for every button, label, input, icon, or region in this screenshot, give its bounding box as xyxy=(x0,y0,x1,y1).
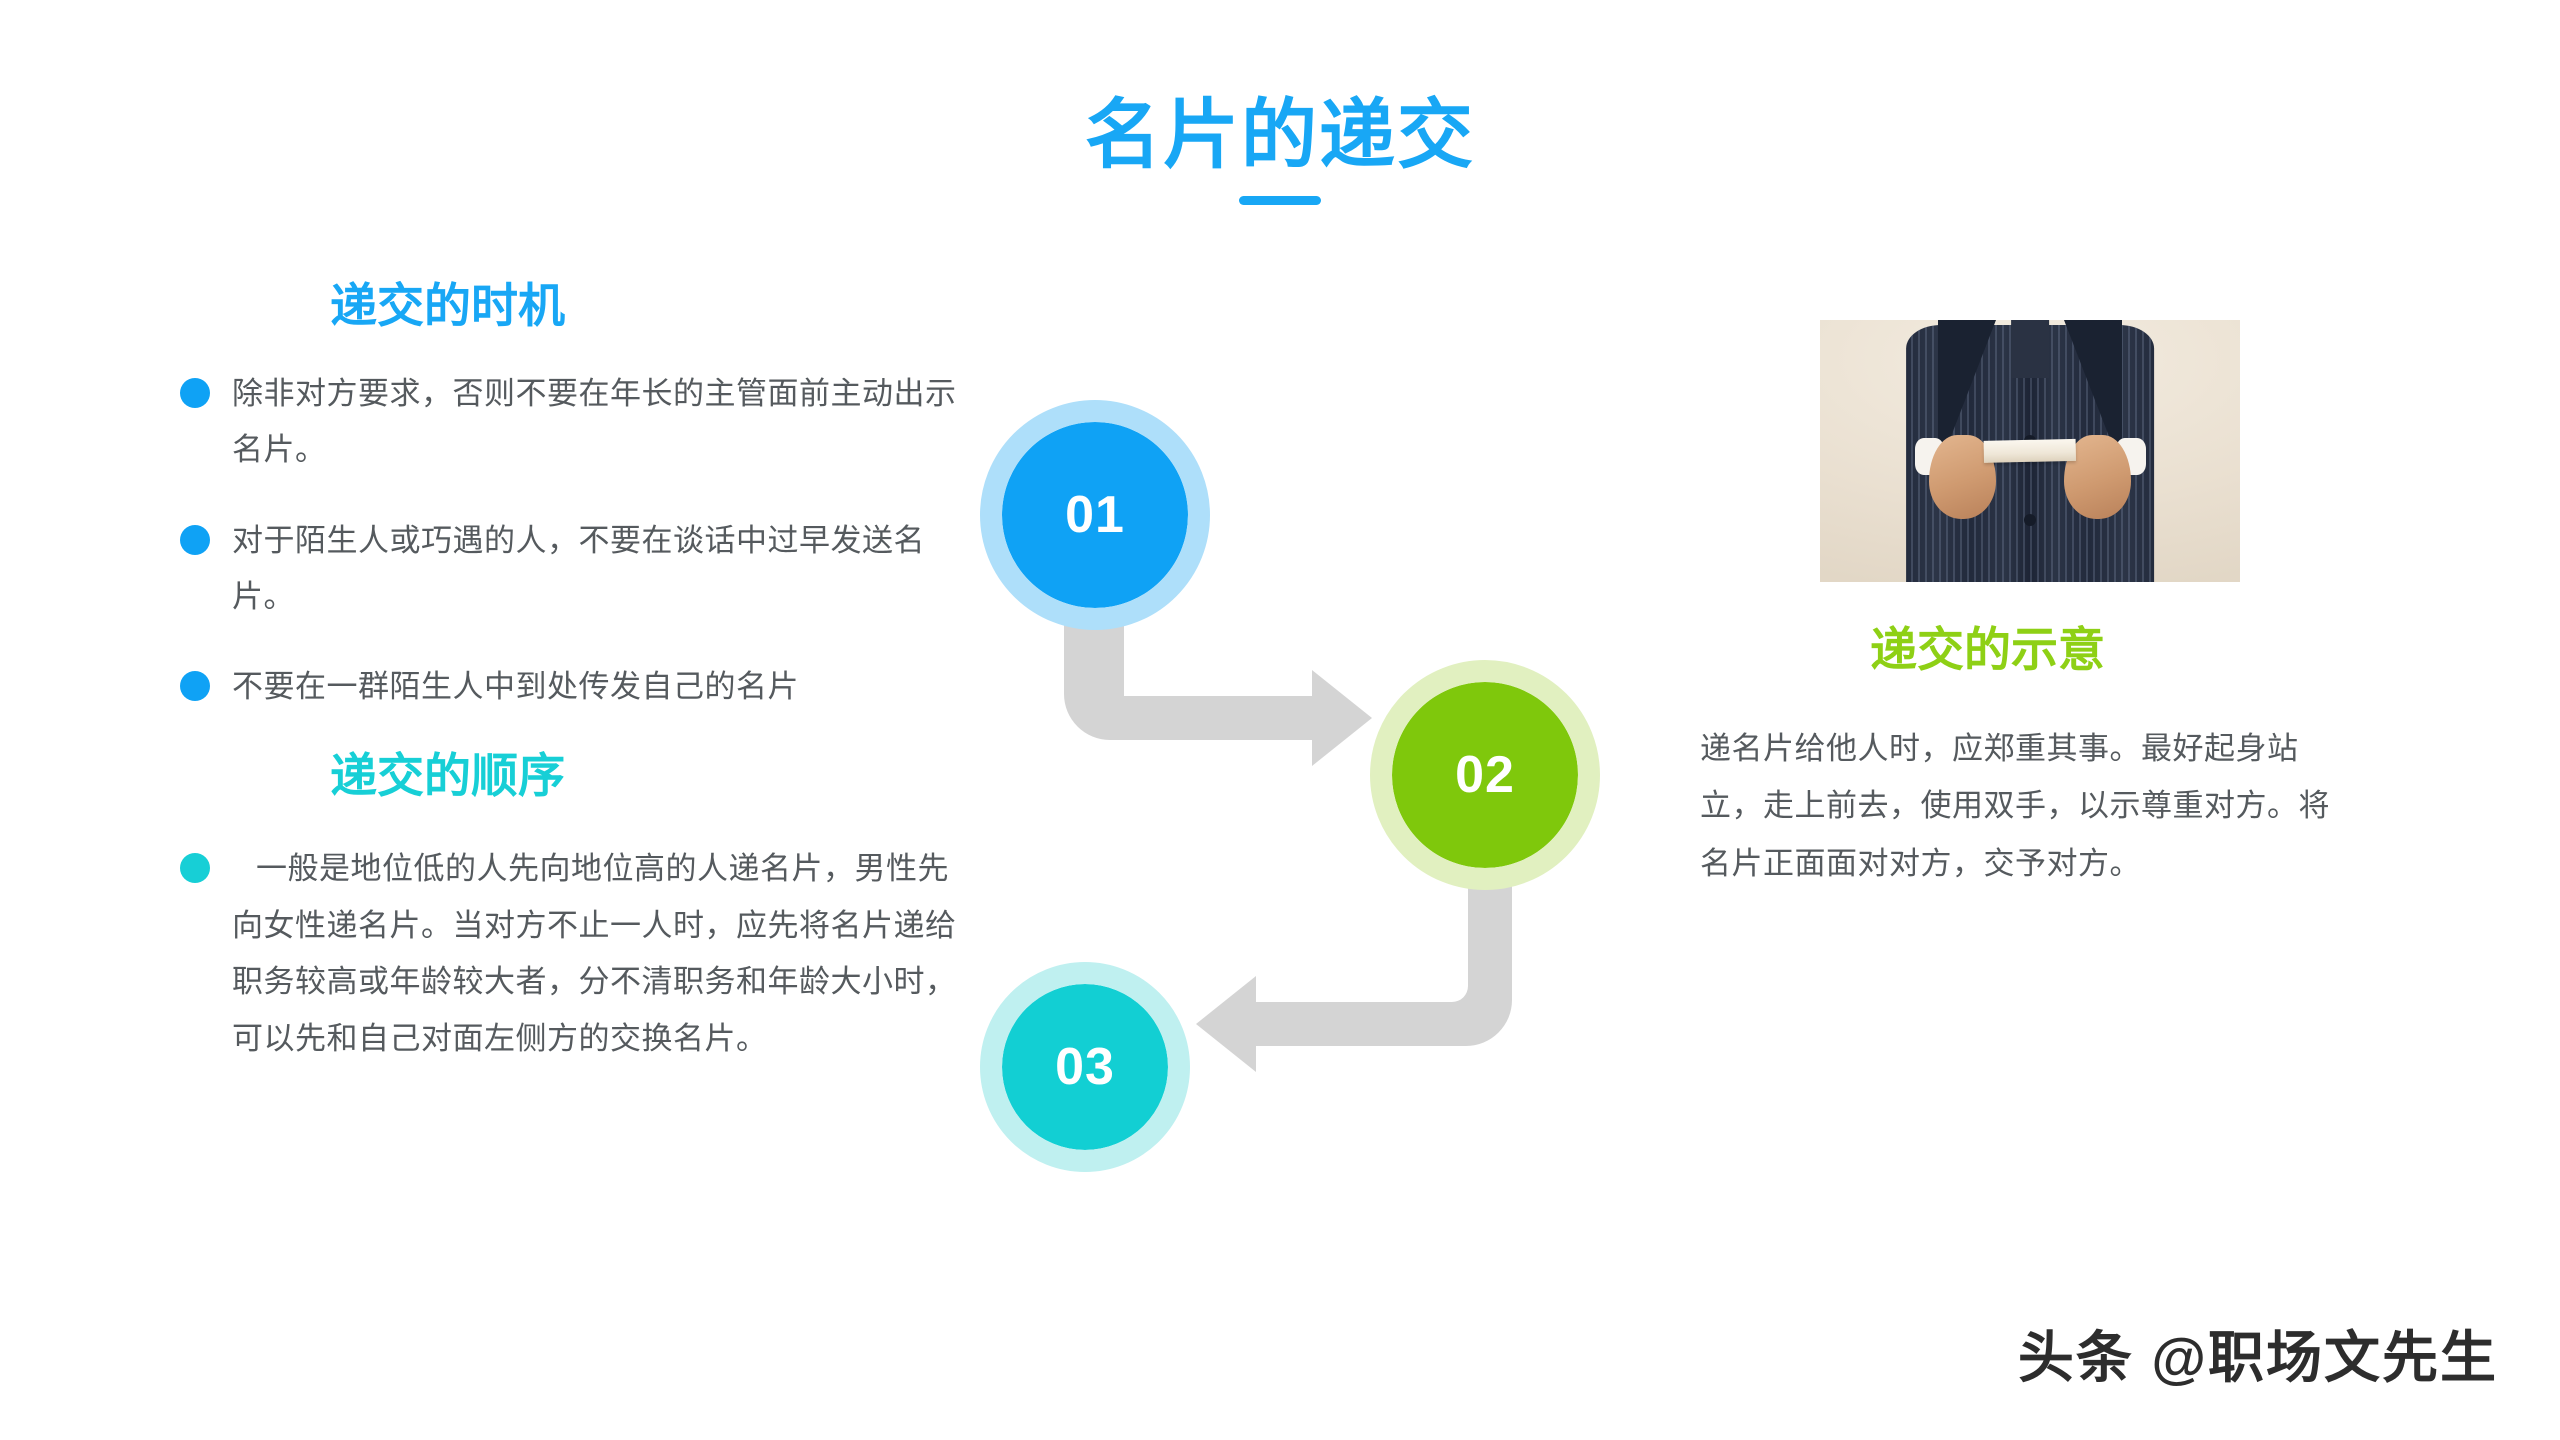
list-item: 一般是地位低的人先向地位高的人递名片，男性先向女性递名片。当对方不止一人时，应先… xyxy=(180,841,970,1067)
photo-business-card xyxy=(1983,438,2077,464)
bullet-list-order: 一般是地位低的人先向地位高的人递名片，男性先向女性递名片。当对方不止一人时，应先… xyxy=(180,841,970,1067)
list-item-text: 一般是地位低的人先向地位高的人递名片，男性先向女性递名片。当对方不止一人时，应先… xyxy=(232,851,957,1056)
flow-step-number: 03 xyxy=(1055,1038,1115,1096)
photo-shirt-collar xyxy=(2011,320,2049,378)
bullet-dot-icon xyxy=(180,377,210,408)
connector-arrow-02-to-03 xyxy=(1196,872,1512,1072)
title-underline-accent xyxy=(1239,196,1321,205)
bullet-dot-icon xyxy=(180,671,210,702)
section-heading-timing: 递交的时机 xyxy=(330,279,565,332)
list-item: 除非对方要求，否则不要在年长的主管面前主动出示名片。 xyxy=(180,366,970,479)
demonstration-paragraph: 递名片给他人时，应郑重其事。最好起身站立，走上前去，使用双手，以示尊重对方。将名… xyxy=(1700,730,2330,881)
list-item: 对于陌生人或巧遇的人，不要在谈话中过早发送名片。 xyxy=(180,513,970,626)
flow-step-03[interactable]: 03 xyxy=(980,962,1190,1172)
bullet-list-timing: 除非对方要求，否则不要在年长的主管面前主动出示名片。 对于陌生人或巧遇的人，不要… xyxy=(180,366,970,716)
flow-step-number: 01 xyxy=(1065,486,1125,544)
bullet-dot-icon xyxy=(180,853,210,884)
flow-step-02[interactable]: 02 xyxy=(1370,660,1600,890)
page-title: 名片的递交 xyxy=(1085,93,1475,178)
flow-connectors xyxy=(1064,608,1512,1072)
business-card-handover-photo xyxy=(1820,320,2240,582)
list-item-text: 对于陌生人或巧遇的人，不要在谈话中过早发送名片。 xyxy=(232,522,925,614)
bullet-dot-icon xyxy=(180,524,210,555)
page-title-block: 名片的递交 xyxy=(0,98,2560,205)
flow-step-number: 02 xyxy=(1455,746,1515,804)
list-item: 不要在一群陌生人中到处传发自己的名片 xyxy=(180,659,970,715)
list-item-text: 不要在一群陌生人中到处传发自己的名片 xyxy=(232,669,799,705)
process-flow-diagram: 01 02 03 xyxy=(960,380,1700,1220)
right-content-column: 递交的示意 递名片给他人时，应郑重其事。最好起身站立，走上前去，使用双手，以示尊… xyxy=(1700,320,2400,893)
flow-step-01[interactable]: 01 xyxy=(980,400,1210,630)
list-item-text: 除非对方要求，否则不要在年长的主管面前主动出示名片。 xyxy=(232,375,957,468)
connector-arrow-01-to-02 xyxy=(1064,608,1372,766)
photo-suit-button-lower xyxy=(2024,513,2036,526)
left-content-column: 递交的时机 除非对方要求，否则不要在年长的主管面前主动出示名片。 对于陌生人或巧… xyxy=(180,280,970,1067)
section-heading-demonstration: 递交的示意 xyxy=(1870,623,2105,676)
section-heading-order: 递交的顺序 xyxy=(330,748,565,802)
watermark-credit: 头条 @职场文先生 xyxy=(2017,1326,2498,1389)
